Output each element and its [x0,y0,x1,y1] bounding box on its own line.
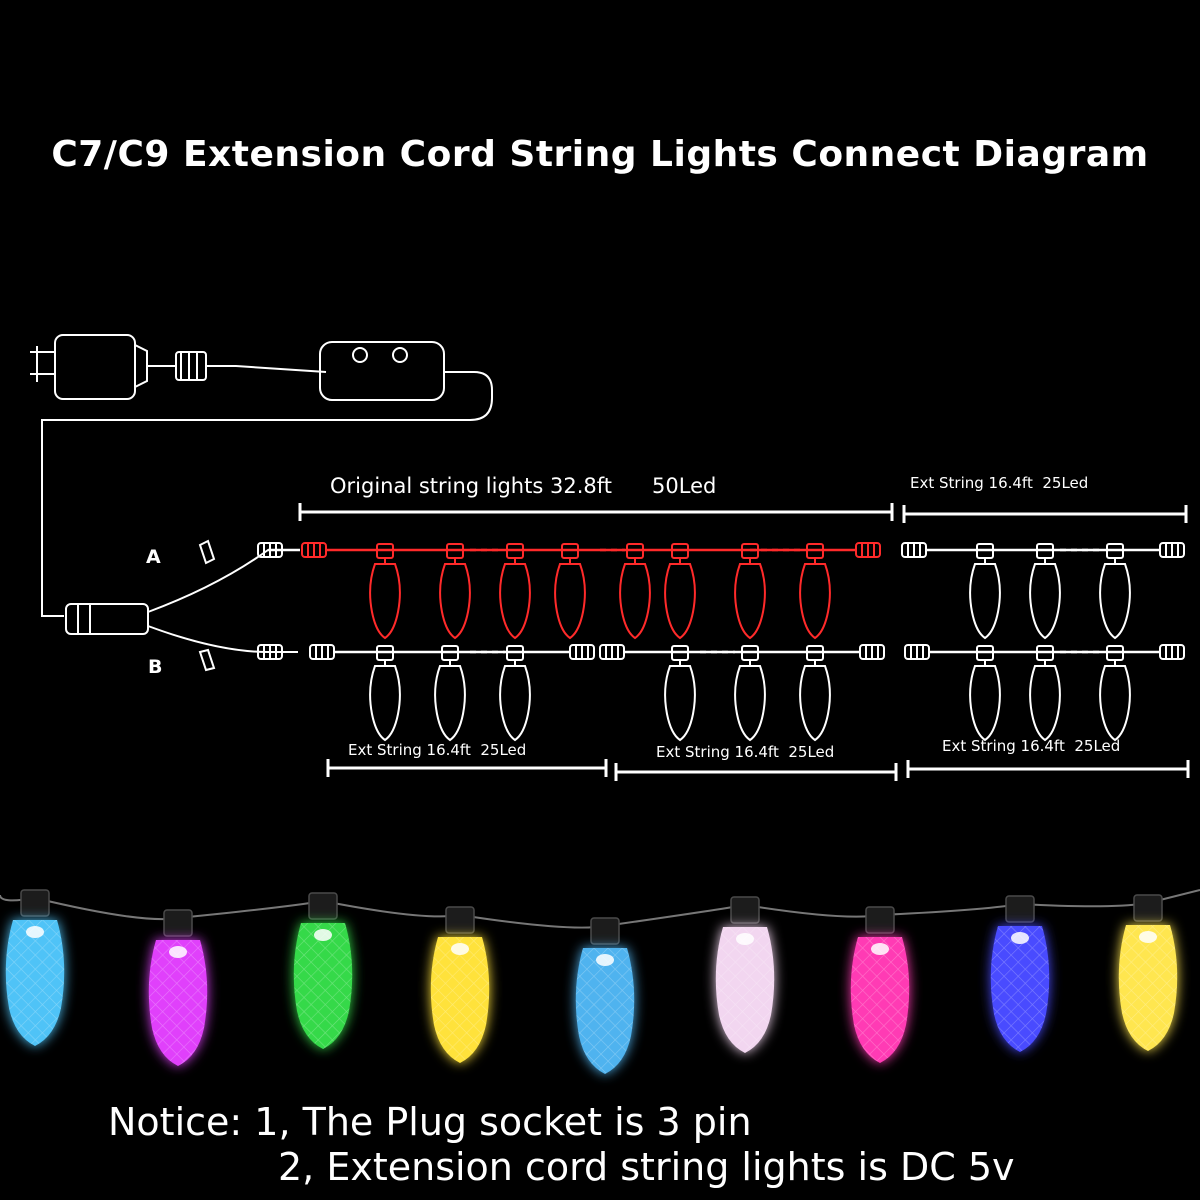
original-bulb [619,543,651,640]
original-string-label: Original string lights 32.8ft 50Led [330,474,716,498]
glowing-bulb [293,892,353,1049]
bulb-hotspot [451,943,469,955]
ext-string-bottom-3-bracket [906,760,1190,778]
ext-bulb [1029,645,1061,742]
glowing-bulb [990,895,1050,1052]
ext-bulb [734,645,766,742]
original-bulb [554,543,586,640]
bulb-facets [148,940,208,1066]
original-bulb [799,543,831,640]
glowing-bulb [850,906,910,1063]
splitter-connector [65,603,149,635]
bulb-socket [163,909,193,937]
bulb-socket [590,917,620,945]
bulb-hotspot [871,943,889,955]
glowing-bulb [5,889,65,1046]
port-a-label: A [146,546,161,568]
controller-button-2-icon [392,347,408,363]
ext-bulb [664,645,696,742]
original-string-name: Original string lights 32.8ft [330,474,612,498]
bulb-hotspot [26,926,44,938]
string-b-input-plug [257,644,283,660]
glowing-bulb [575,917,635,1074]
ext-bulb [434,645,466,742]
ext-string-top-end-plug [1159,542,1185,558]
ext-string-bottom-2-bracket [614,763,898,781]
bulb-facets [430,937,490,1063]
remote-controller [319,341,445,401]
ext-bulb [799,645,831,742]
port-b-label: B [148,656,163,678]
original-string-bracket [298,503,894,521]
original-string-start-plug [301,542,327,558]
ext-string-top-label: Ext String 16.4ft 25Led [910,474,1089,492]
ext-string-b1-start-plug [309,644,335,660]
ext-string-top-start-plug [901,542,927,558]
original-bulb [369,543,401,640]
light-strings [257,503,1190,781]
bulb-facets [5,920,65,1046]
ext-bulb [1099,645,1131,742]
ext-bulb [969,543,1001,640]
bulb-socket [1005,895,1035,923]
bulb-facets [990,926,1050,1052]
bulb-hotspot [1139,931,1157,943]
original-string-count: 50Led [652,474,717,498]
ext-bulb [969,645,1001,742]
original-bulb [499,543,531,640]
ext-bulb [1099,543,1131,640]
bulb-socket [20,889,50,917]
ext-bulb [499,645,531,742]
original-bulb [664,543,696,640]
glowing-bulb [148,909,208,1066]
bulb-row-wire [0,889,1200,929]
glowing-bulb [430,906,490,1063]
bulb-socket [865,906,895,934]
ext-string-b3-end-plug [1159,644,1185,660]
diagram-title: C7/C9 Extension Cord String Lights Conne… [51,134,1149,175]
glowing-bulb [715,896,775,1053]
bulb-hotspot [736,933,754,945]
ext-string-bottom-2-label: Ext String 16.4ft 25Led [656,743,835,761]
notice-line-2: 2, Extension cord string lights is DC 5v [278,1145,1015,1189]
adapter-block [54,334,136,400]
bulb-facets [850,937,910,1063]
bulb-hotspot [596,954,614,966]
bulb-hotspot [1011,932,1029,944]
bulb-facets [1118,925,1178,1051]
ext-string-b2-start-plug [599,644,625,660]
bulb-socket [730,896,760,924]
bulb-socket [308,892,338,920]
cable-tie-a-icon [198,539,216,565]
ext-string-bottom-3-label: Ext String 16.4ft 25Led [942,737,1121,755]
bulb-facets [575,948,635,1074]
original-bulb [439,543,471,640]
ext-string-bottom-1-bracket [326,759,608,777]
bulb-hotspot [314,929,332,941]
original-string-end-plug [855,542,881,558]
controller-button-1-icon [352,347,368,363]
ext-string-b1-end-plug [569,644,595,660]
string-a-input-plug [257,542,283,558]
ext-string-top-bracket [902,505,1188,523]
ext-bulb [1029,543,1061,640]
ext-string-bottom-1-label: Ext String 16.4ft 25Led [348,741,527,759]
glowing-bulb [1118,894,1178,1051]
ext-bulb [369,645,401,742]
ext-string-b3-start-plug [904,644,930,660]
cable-tie-b-icon [198,648,216,672]
ext-string-b2-end-plug [859,644,885,660]
photo-bulb-row [0,889,1200,1074]
power-adapter [30,334,493,672]
notice-line-1: Notice: 1, The Plug socket is 3 pin [108,1100,752,1144]
bulb-hotspot [169,946,187,958]
bulb-facets [715,927,775,1053]
bulb-facets [293,923,353,1049]
bulb-socket [445,906,475,934]
bulb-socket [1133,894,1163,922]
original-bulb [734,543,766,640]
